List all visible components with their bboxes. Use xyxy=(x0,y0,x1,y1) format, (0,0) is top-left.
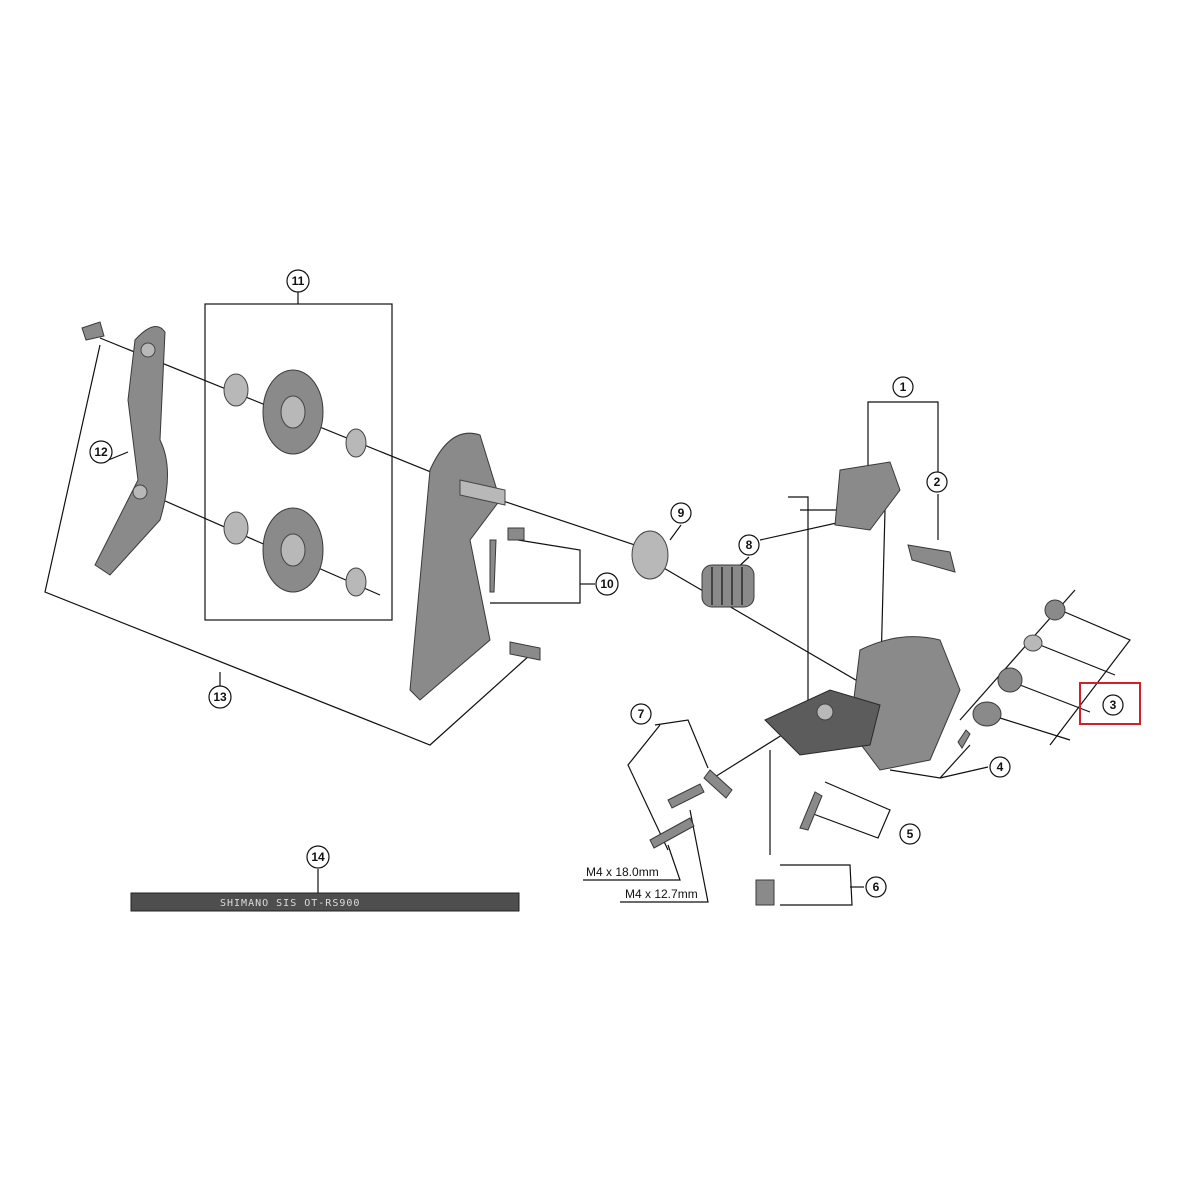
callout-7[interactable]: 7 xyxy=(630,703,652,725)
bolt-6 xyxy=(755,879,775,906)
svg-text:1: 1 xyxy=(900,380,907,394)
callout-11[interactable]: 11 xyxy=(286,269,310,293)
callout-9[interactable]: 9 xyxy=(670,502,692,524)
svg-text:11: 11 xyxy=(292,274,305,288)
bolt-5 xyxy=(799,791,823,831)
return-spring-8 xyxy=(701,564,755,608)
pulley-lower xyxy=(223,507,367,597)
callout-2[interactable]: 2 xyxy=(926,471,948,493)
washer-7 xyxy=(703,769,733,799)
leader-lines xyxy=(44,292,1131,906)
outer-plate-12 xyxy=(94,326,168,576)
svg-text:13: 13 xyxy=(213,690,227,704)
callout-10[interactable]: 10 xyxy=(595,572,619,596)
pivot-bolt xyxy=(509,641,541,661)
svg-text:SHIMANO SIS OT-RS900: SHIMANO SIS OT-RS900 xyxy=(220,898,360,909)
highlight-box xyxy=(1079,682,1141,725)
callout-3[interactable]: 3 xyxy=(1102,694,1124,716)
inner-plate xyxy=(409,432,506,701)
callout-14[interactable]: 14 xyxy=(306,845,330,869)
spec-bolt-short: M4 x 12.7mm xyxy=(625,887,698,901)
svg-text:7: 7 xyxy=(638,707,645,721)
callout-4[interactable]: 4 xyxy=(989,756,1011,778)
callout-5[interactable]: 5 xyxy=(899,823,921,845)
bushing-10 xyxy=(507,527,525,541)
callout-12[interactable]: 12 xyxy=(89,440,113,464)
svg-text:14: 14 xyxy=(311,850,325,864)
spec-bolt-long: M4 x 18.0mm xyxy=(586,865,659,879)
svg-text:4: 4 xyxy=(997,760,1004,774)
adjust-plate-1 xyxy=(834,461,901,531)
pin-4 xyxy=(957,729,971,749)
b-tension-bolt-2 xyxy=(907,544,956,573)
callout-13[interactable]: 13 xyxy=(208,685,232,709)
adjust-bolt-unit-3 xyxy=(972,599,1066,727)
svg-text:10: 10 xyxy=(600,577,614,591)
callout-1[interactable]: 1 xyxy=(892,376,914,398)
bolt-7-short xyxy=(667,783,705,809)
svg-text:5: 5 xyxy=(907,827,914,841)
pulley-upper xyxy=(223,369,367,458)
svg-text:12: 12 xyxy=(94,445,108,459)
svg-text:8: 8 xyxy=(746,538,753,552)
callout-6[interactable]: 6 xyxy=(865,876,887,898)
bolt-10 xyxy=(489,539,497,593)
svg-text:6: 6 xyxy=(873,880,880,894)
svg-text:9: 9 xyxy=(678,506,685,520)
callout-8[interactable]: 8 xyxy=(738,534,760,556)
bolt-7-long xyxy=(649,817,695,849)
svg-text:3: 3 xyxy=(1110,698,1117,712)
main-body xyxy=(764,636,961,771)
svg-text:2: 2 xyxy=(934,475,941,489)
plate-bolt xyxy=(81,321,105,341)
outer-cable-14: SHIMANO SIS OT-RS900 xyxy=(130,892,520,912)
stopper-ring-9 xyxy=(631,530,669,580)
